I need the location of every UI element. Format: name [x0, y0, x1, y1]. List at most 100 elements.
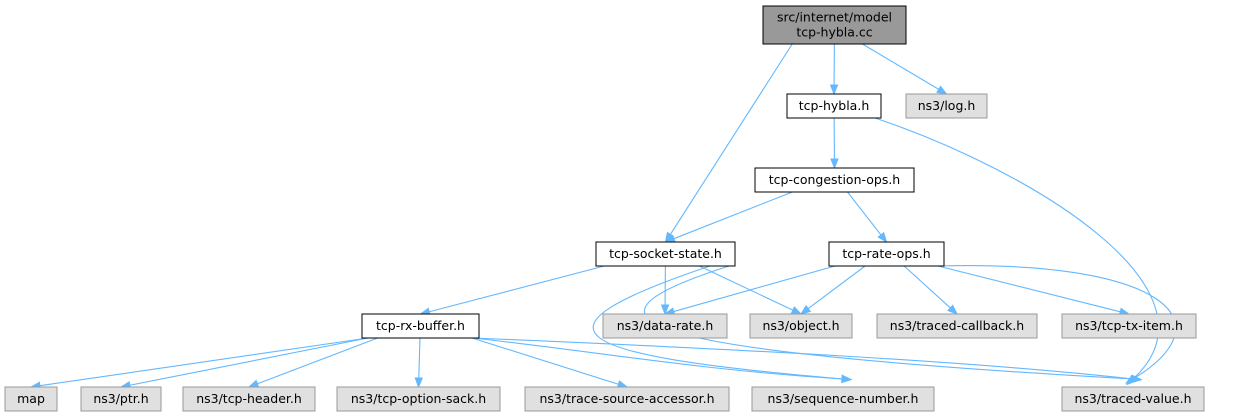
- node-layer: src/internet/modeltcp-hybla.cctcp-hybla.…: [4, 5, 1205, 412]
- edge-line: [257, 337, 378, 385]
- arrow-head: [799, 304, 812, 315]
- arrow-head: [414, 377, 424, 389]
- node-box: [905, 93, 988, 119]
- node-label: tcp-hybla.cc: [796, 25, 872, 40]
- arrow-head: [829, 84, 839, 96]
- node-label: ns3/traced-callback.h: [890, 318, 1024, 333]
- node-tcp-congestion-ops-h[interactable]: tcp-congestion-ops.h: [754, 167, 915, 193]
- node-box: [786, 93, 882, 119]
- node-tcp-rate-ops-h[interactable]: tcp-rate-ops.h: [828, 241, 945, 267]
- arrow-head: [830, 158, 839, 170]
- node-label: tcp-hybla.h: [799, 98, 870, 113]
- edge-root-to-tcp-socket-state-h: [664, 43, 793, 244]
- node-tcp-socket-state-h[interactable]: tcp-socket-state.h: [595, 241, 736, 267]
- node-tcp-rx-buffer-h[interactable]: tcp-rx-buffer.h: [361, 313, 480, 339]
- edge-tcp-rate-ops-h-to-ns3-traced-callback-h: [903, 265, 959, 315]
- edge-line: [129, 337, 369, 386]
- arrow-head: [1131, 374, 1143, 384]
- node-label: tcp-congestion-ops.h: [769, 172, 900, 187]
- edge-line: [673, 265, 836, 313]
- edge-line: [937, 265, 1121, 313]
- node-label: ns3/tcp-header.h: [196, 391, 302, 406]
- edge-tcp-rx-buffer-h-to-ns3-tcp-option-sack-h: [414, 337, 424, 389]
- edge-line: [472, 337, 844, 380]
- node-label: tcp-socket-state.h: [609, 246, 722, 261]
- node-label: ns3/traced-value.h: [1074, 391, 1191, 406]
- edge-tcp-congestion-ops-h-to-tcp-rate-ops-h: [847, 191, 888, 244]
- edge-line: [418, 337, 421, 379]
- node-box: [602, 313, 728, 339]
- arrow-head: [936, 85, 948, 95]
- node-box: [876, 313, 1038, 339]
- edge-tcp-socket-state-h-to-ns3-data-rate-h: [660, 265, 670, 316]
- edge-tcp-congestion-ops-h-to-tcp-socket-state-h: [664, 191, 793, 243]
- node-box: [754, 167, 915, 193]
- edge-tcp-rx-buffer-h-to-ns3-trace-source-accessor-h: [471, 337, 629, 389]
- node-box: [1061, 313, 1197, 339]
- node-ns3-data-rate-h: ns3/data-rate.h: [602, 313, 728, 339]
- node-ns3-traced-callback-h: ns3/traced-callback.h: [876, 313, 1038, 339]
- node-box: [80, 386, 162, 412]
- node-box: [751, 386, 935, 412]
- node-label: map: [17, 391, 45, 406]
- edge-line: [862, 43, 940, 90]
- node-label: ns3/tcp-option-sack.h: [351, 391, 486, 406]
- edge-line: [592, 265, 844, 380]
- node-ns3-sequence-number-h: ns3/sequence-number.h: [751, 386, 935, 412]
- edge-line: [673, 191, 793, 240]
- arrow-head: [790, 306, 803, 315]
- node-ns3-trace-source-accessor-h: ns3/trace-source-accessor.h: [524, 386, 730, 412]
- node-box: [828, 241, 945, 267]
- node-ns3-log-h: ns3/log.h: [905, 93, 988, 119]
- arrow-head: [841, 374, 853, 384]
- edge-tcp-hybla-h-to-tcp-congestion-ops-h: [830, 117, 839, 170]
- node-box: [336, 386, 501, 412]
- node-tcp-hybla-h[interactable]: tcp-hybla.h: [786, 93, 882, 119]
- node-label: tcp-rx-buffer.h: [376, 318, 465, 333]
- node-label: ns3/trace-source-accessor.h: [539, 391, 714, 406]
- node-label: ns3/object.h: [762, 318, 839, 333]
- edge-tcp-rx-buffer-h-to-ns3-tcp-header-h: [247, 337, 378, 388]
- node-box: [182, 386, 316, 412]
- node-box: [749, 313, 853, 339]
- edge-line: [472, 337, 1134, 380]
- edge-line: [847, 191, 882, 236]
- edge-line: [807, 265, 866, 310]
- node-label: ns3/data-rate.h: [617, 318, 714, 333]
- edge-layer: [29, 43, 1177, 390]
- node-map: map: [4, 386, 58, 412]
- edge-line: [937, 265, 1177, 380]
- node-ns3-traced-value-h: ns3/traced-value.h: [1061, 386, 1205, 412]
- edge-tcp-rx-buffer-h-to-ns3-sequence-number-h: [472, 337, 853, 384]
- node-box: [1061, 386, 1205, 412]
- edge-tcp-rx-buffer-h-to-ns3-traced-value-h: [472, 337, 1143, 384]
- edge-tcp-rate-ops-h-to-ns3-tcp-tx-item-h: [937, 265, 1131, 316]
- edge-tcp-rx-buffer-h-to-map: [29, 337, 369, 390]
- node-box: [595, 241, 736, 267]
- edge-line: [429, 265, 605, 313]
- edge-line: [699, 265, 794, 311]
- arrow-head: [877, 231, 888, 244]
- node-ns3-tcp-tx-item-h: ns3/tcp-tx-item.h: [1061, 313, 1197, 339]
- node-box: [524, 386, 730, 412]
- node-label: ns3/tcp-tx-item.h: [1075, 318, 1183, 333]
- edge-root-to-ns3-log-h: [862, 43, 948, 95]
- node-label: ns3/log.h: [918, 98, 976, 113]
- node-label: tcp-rate-ops.h: [842, 246, 930, 261]
- edge-tcp-rx-buffer-h-to-ns3-ptr-h: [119, 337, 369, 390]
- edge-line: [669, 43, 793, 235]
- node-box: [4, 386, 58, 412]
- edge-line: [471, 337, 619, 385]
- arrow-head: [247, 379, 260, 388]
- edge-line: [903, 265, 951, 309]
- edge-line: [39, 337, 369, 387]
- node-label: ns3/ptr.h: [93, 391, 148, 406]
- node-ns3-tcp-option-sack-h: ns3/tcp-option-sack.h: [336, 386, 501, 412]
- node-ns3-ptr-h: ns3/ptr.h: [80, 386, 162, 412]
- node-box: [361, 313, 480, 339]
- edge-tcp-rate-ops-h-to-ns3-object-h: [799, 265, 866, 315]
- node-box: [762, 5, 907, 45]
- node-label: src/internet/model: [777, 10, 892, 25]
